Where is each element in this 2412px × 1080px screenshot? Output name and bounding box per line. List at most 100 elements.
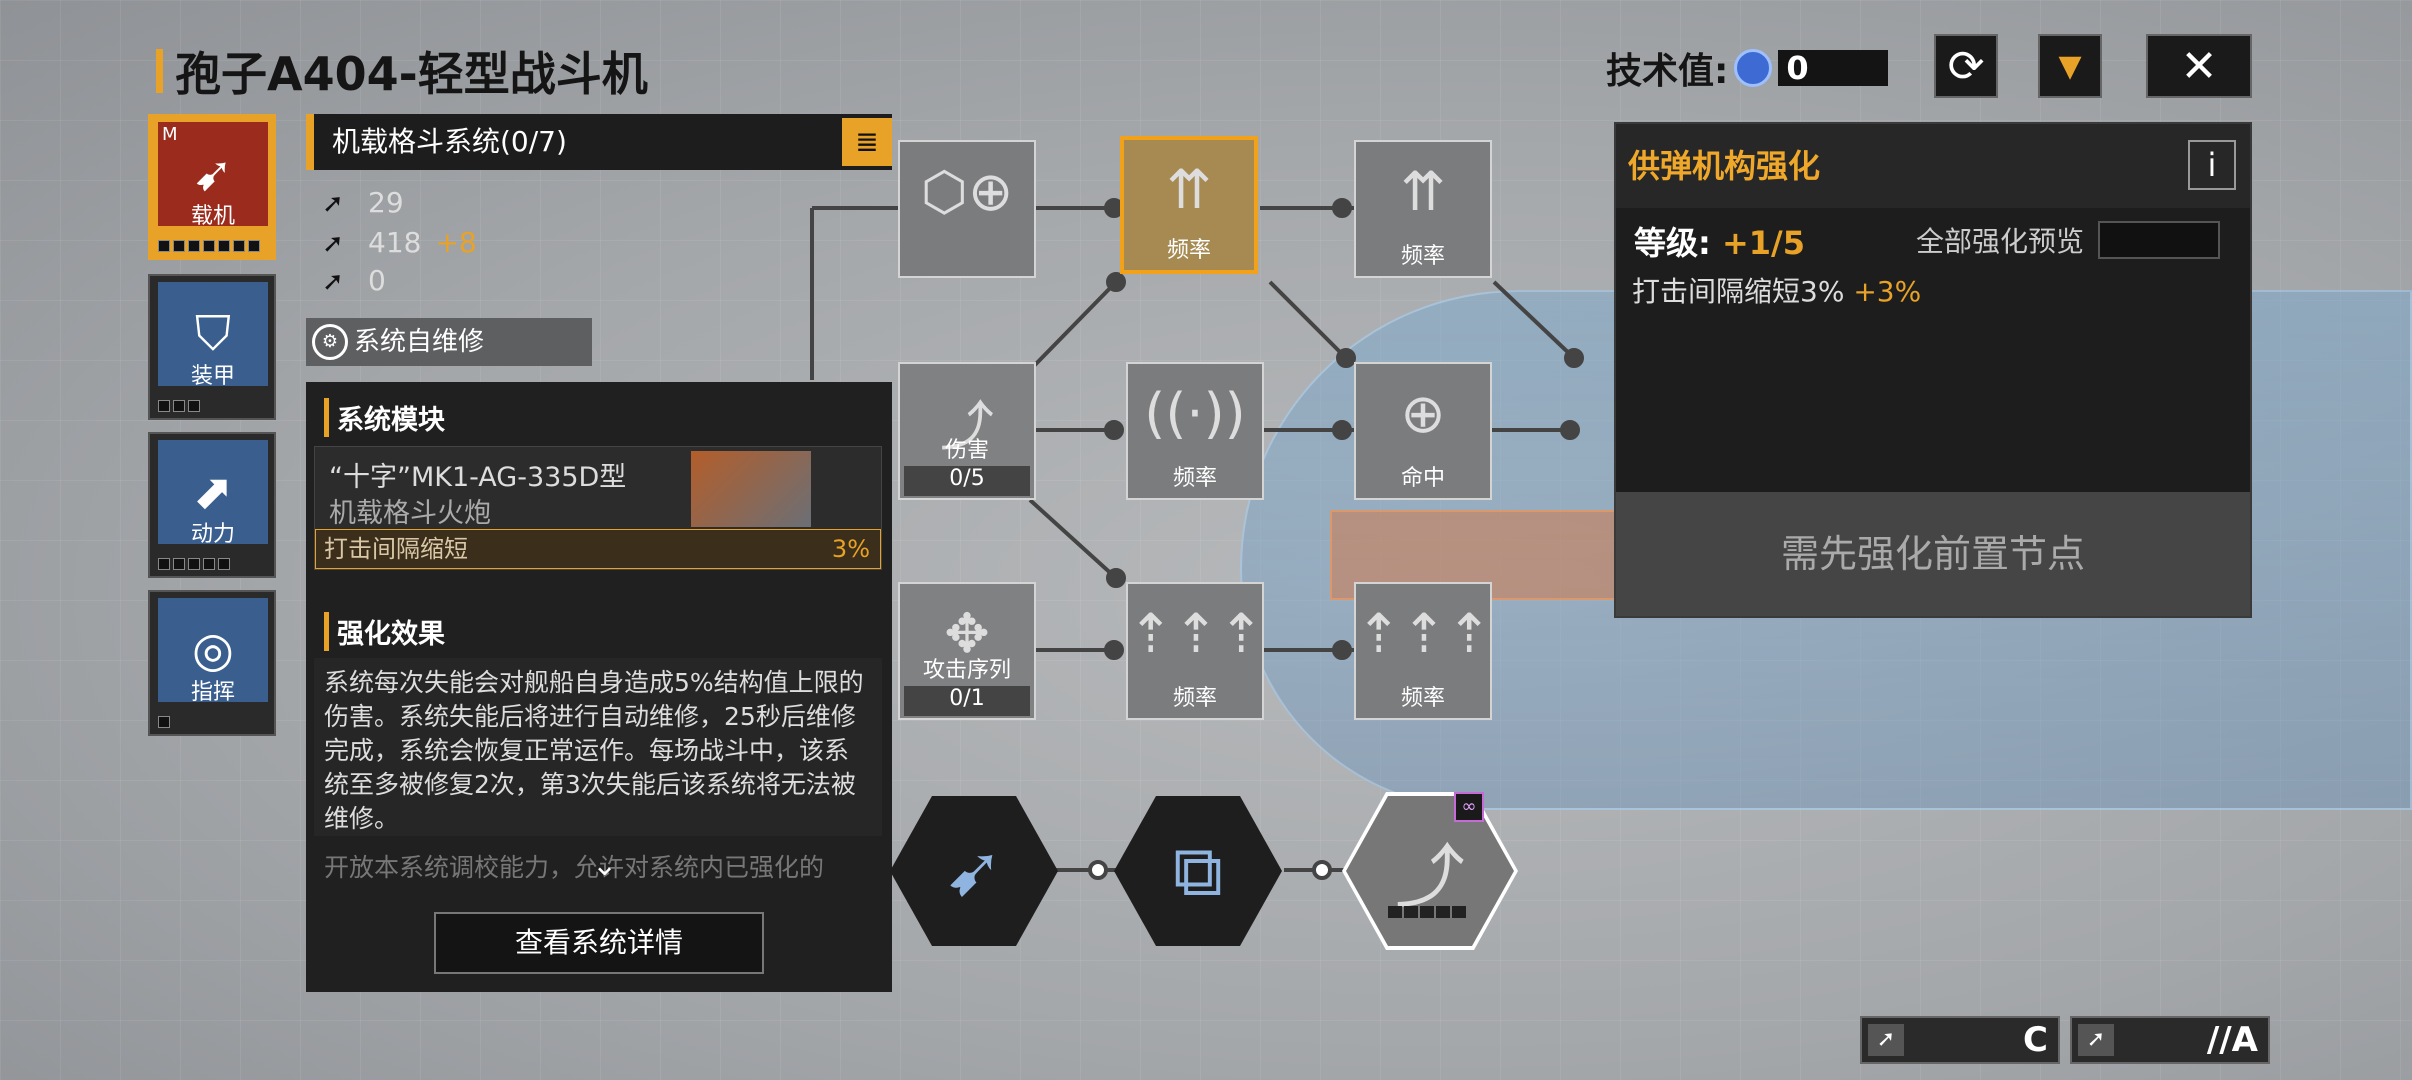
system-detail-panel: 系统模块 “十字”MK1-AG-335D型 机载格斗火炮 打击间隔缩短 3% 强化… bbox=[306, 382, 892, 992]
rating-badge-a: ➚ //A bbox=[2070, 1016, 2270, 1064]
module-effect: 打击间隔缩短 3% bbox=[315, 529, 881, 569]
module-name: “十字”MK1-AG-335D型 bbox=[329, 462, 627, 493]
node-freq-2[interactable]: ⇈ 频率 bbox=[1354, 140, 1492, 278]
stat-row-3: ➚0 bbox=[322, 264, 386, 297]
module-type: 机载格斗火炮 bbox=[329, 498, 491, 529]
radar-icon: ((·)) bbox=[1144, 382, 1246, 445]
chevron-down-icon[interactable]: ⌄ bbox=[592, 848, 618, 883]
hex-progress bbox=[1388, 906, 1466, 918]
level-label: 等级: bbox=[1634, 224, 1711, 262]
ammo-feed-icon: ⇈ bbox=[1400, 160, 1446, 223]
self-repair-tag: ⚙系统自维修 bbox=[306, 318, 592, 366]
close-icon: ✕ bbox=[2180, 40, 2218, 92]
module-effect-label: 打击间隔缩短 bbox=[324, 535, 468, 563]
link-icon: ∞ bbox=[1454, 792, 1484, 822]
rating-badge-c: ➚C bbox=[1860, 1016, 2060, 1064]
module-card[interactable]: “十字”MK1-AG-335D型 机载格斗火炮 打击间隔缩短 3% bbox=[314, 446, 882, 570]
tab-command[interactable]: ◎ 指挥 bbox=[148, 590, 276, 736]
triple-arrow-icon: ⇡⇡⇡ bbox=[1128, 602, 1264, 665]
stat-value: 29 bbox=[368, 186, 404, 219]
tech-gem-icon bbox=[1734, 49, 1773, 87]
ammo-feed-icon: ⇈ bbox=[1166, 158, 1212, 221]
target-icon: ◎ bbox=[158, 598, 268, 702]
node-freq-1[interactable]: ⇈ 频率 bbox=[1120, 136, 1258, 274]
document-icon: ≣ bbox=[855, 125, 879, 158]
tech-label: 技术值: bbox=[1606, 51, 1729, 92]
node-label: 频率 bbox=[1172, 686, 1217, 711]
spread-arrows-icon: ✥ bbox=[944, 602, 990, 665]
tab-aircraft[interactable]: ➹ M 载机 bbox=[148, 114, 276, 260]
preview-toggle[interactable] bbox=[2098, 221, 2221, 259]
more-text: 开放本系统调校能力，允许对系统内已强化的⌄ bbox=[314, 848, 882, 888]
module-heading: 系统模块 bbox=[324, 398, 445, 437]
info-icon: i bbox=[2207, 146, 2217, 184]
preview-toggle-row: 全部强化预览 bbox=[1916, 220, 2221, 260]
popup-effect: 打击间隔缩短3% +3% bbox=[1632, 270, 1921, 310]
shield-icon: ⛉ bbox=[158, 282, 268, 386]
close-button[interactable]: ✕ bbox=[2146, 34, 2252, 98]
node-freq-4[interactable]: ⇡⇡⇡ 频率 bbox=[1126, 582, 1264, 720]
module-image bbox=[691, 451, 811, 527]
hex-engine-upgrade[interactable]: ➹ bbox=[890, 796, 1058, 946]
view-details-button[interactable]: 查看系统详情 bbox=[434, 912, 764, 974]
hex-module-upgrade[interactable]: ⧉ bbox=[1114, 796, 1282, 946]
hex-cannon-upgrade[interactable]: ⤴ bbox=[1346, 796, 1514, 946]
refresh-icon: ⟳ bbox=[1947, 40, 1985, 92]
popup-title: 供弹机构强化 bbox=[1628, 147, 1821, 185]
popup-header: 供弹机构强化 bbox=[1616, 124, 2250, 208]
upgrade-requirement-button[interactable]: 需先强化前置节点 bbox=[1616, 492, 2250, 616]
info-button[interactable]: i bbox=[2188, 140, 2236, 190]
engine-icon: ⬈ bbox=[158, 440, 268, 544]
popup-effect-label: 打击间隔缩短3% bbox=[1632, 275, 1845, 308]
stat-icon: ➚ bbox=[322, 188, 344, 219]
module-chevron-icon: ⧉ bbox=[1173, 829, 1223, 912]
tab-power[interactable]: ⬈ 动力 bbox=[148, 432, 276, 578]
system-log-button[interactable]: ≣ bbox=[842, 118, 892, 166]
stat-value: 0 bbox=[368, 264, 386, 297]
triple-arrow-icon: ⇡⇡⇡ bbox=[1356, 602, 1492, 665]
node-freq-3[interactable]: ((·)) 频率 bbox=[1126, 362, 1264, 500]
node-label: 频率 bbox=[1172, 466, 1217, 491]
node-attack-seq[interactable]: ✥攻击序列 0/1 bbox=[898, 582, 1036, 720]
tech-value: 0 bbox=[1778, 50, 1889, 86]
tab-progress bbox=[158, 240, 260, 252]
stat-bonus: +8 bbox=[435, 226, 477, 259]
preview-label: 全部强化预览 bbox=[1916, 225, 2085, 258]
enhance-heading: 强化效果 bbox=[324, 612, 445, 651]
tab-label: 载机 bbox=[190, 204, 235, 229]
tab-progress bbox=[158, 558, 230, 570]
missile-icon: ➹ bbox=[158, 122, 268, 226]
node-counter: 0/1 bbox=[904, 686, 1030, 716]
tab-armor[interactable]: ⛉ 装甲 bbox=[148, 274, 276, 420]
rating-icon: ➚ bbox=[2078, 1024, 2114, 1056]
node-root[interactable]: ⬡⊕ bbox=[898, 140, 1036, 278]
node-label: 频率 bbox=[1400, 244, 1445, 269]
more-text-content: 开放本系统调校能力，允许对系统内已强化的 bbox=[324, 853, 825, 882]
node-freq-5[interactable]: ⇡⇡⇡ 频率 bbox=[1354, 582, 1492, 720]
tab-progress bbox=[158, 400, 200, 412]
node-label: 命中 bbox=[1400, 466, 1445, 491]
system-header: 机载格斗系统(0/7) ≣ bbox=[306, 114, 892, 170]
filter-button[interactable]: ▼ bbox=[2038, 34, 2102, 98]
repair-label: 系统自维修 bbox=[354, 327, 485, 357]
tech-value-display: 技术值: 0 bbox=[1606, 42, 1889, 94]
rating-value: //A bbox=[2206, 1020, 2258, 1060]
stat-row-2: ➚418+8 bbox=[322, 226, 477, 259]
rating-value: C bbox=[2023, 1020, 2048, 1060]
module-effect-value: 3% bbox=[831, 535, 870, 563]
cannon-up-icon: ⤴ bbox=[940, 395, 994, 458]
node-label: 频率 bbox=[1166, 238, 1211, 263]
node-detail-popup: 供弹机构强化 i 等级: +1/5 全部强化预览 打击间隔缩短3% +3% 需先… bbox=[1614, 122, 2252, 618]
tab-label: 装甲 bbox=[190, 364, 235, 389]
node-hit[interactable]: ⊕命中 bbox=[1354, 362, 1492, 500]
title-accent bbox=[156, 49, 163, 93]
stat-value: 418 bbox=[368, 226, 422, 259]
node-label: 频率 bbox=[1400, 686, 1445, 711]
refresh-button[interactable]: ⟳ bbox=[1934, 34, 1998, 98]
stat-row-1: ➚ 29 bbox=[322, 186, 404, 219]
level-row: 等级: +1/5 bbox=[1634, 218, 1805, 264]
tab-progress bbox=[158, 716, 170, 728]
node-counter: 0/5 bbox=[904, 466, 1030, 496]
node-label: 攻击序列 bbox=[922, 658, 1011, 683]
